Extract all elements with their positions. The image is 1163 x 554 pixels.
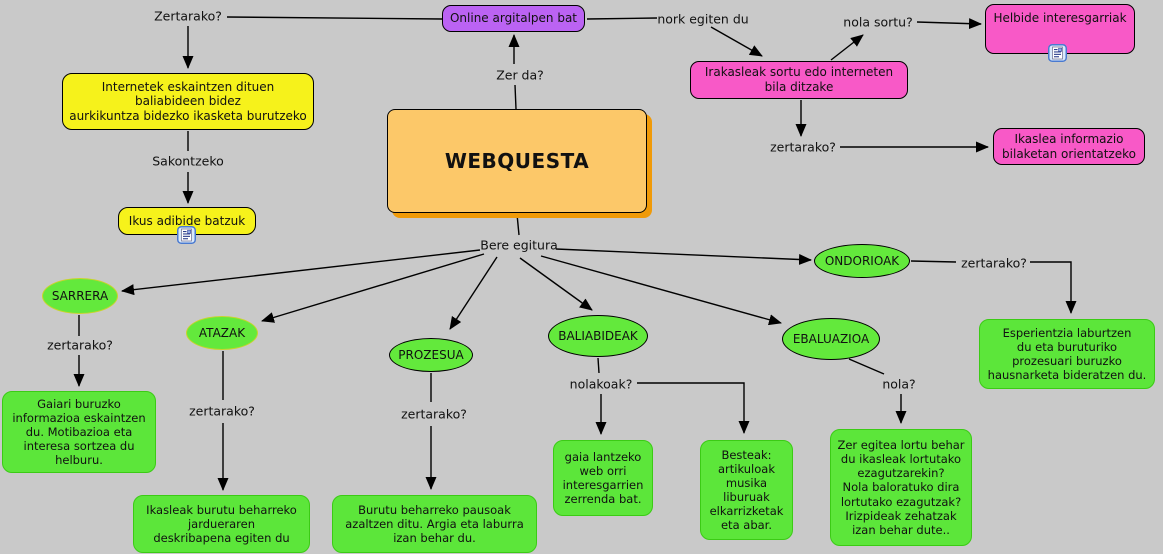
node-esperientzia[interactable]: Esperientzia laburtzen du eta buruturiko… [979,319,1155,389]
resource-icon[interactable] [177,226,196,244]
resource-icon[interactable] [1048,44,1067,62]
link-label-nork-egiten-du[interactable]: nork egiten du [657,11,749,27]
link-label-nola-sortu[interactable]: nola sortu? [843,14,913,30]
node-webquesta[interactable]: WEBQUESTA [387,109,647,213]
link-label-sakontzeko[interactable]: Sakontzeko [152,153,224,169]
node-prozesua[interactable]: PROZESUA [389,338,473,372]
node-zer-egitea[interactable]: Zer egitea lortu behar du ikasleak lortu… [830,429,972,546]
link-label-zertarako-atazak[interactable]: zertarako? [189,403,255,419]
link-label-nolakoak[interactable]: nolakoak? [569,376,633,392]
link-label-zer-da[interactable]: Zer da? [496,67,544,83]
node-internetek[interactable]: Internetek eskaintzen dituen baliabideen… [62,73,314,130]
node-gaiari-buruzko[interactable]: Gaiari buruzko informazioa eskaintzen du… [2,391,156,473]
link-label-nola[interactable]: nola? [882,376,916,392]
node-ebaluazioa[interactable]: EBALUAZIOA [782,318,880,360]
node-ikasleak-burutu[interactable]: Ikasleak burutu beharreko jardueraren de… [133,495,310,553]
link-label-zertarako-sarrera[interactable]: zertarako? [47,337,113,353]
link-label-zertarako-prozesua[interactable]: zertarako? [401,406,467,422]
link-label-zertarako-irakasleak[interactable]: zertarako? [770,139,836,155]
node-gaia-lantzeko[interactable]: gaia lantzeko web orri interesgarrien ze… [553,440,653,516]
node-besteak[interactable]: Besteak: artikuloak musika liburuak elka… [700,440,793,540]
link-label-zertarako-ondorioak[interactable]: zertarako? [961,255,1027,271]
node-irakasleak[interactable]: Irakasleak sortu edo interneten bila dit… [690,61,908,99]
node-baliabideak[interactable]: BALIABIDEAK [548,315,648,357]
node-atazak[interactable]: ATAZAK [186,316,258,350]
link-label-zertarako-top[interactable]: Zertarako? [154,8,222,24]
node-ikaslea[interactable]: Ikaslea informazio bilaketan orientatzek… [993,128,1145,165]
node-ondorioak[interactable]: ONDORIOAK [814,244,910,278]
node-ikus-adibide[interactable]: Ikus adibide batzuk [118,207,256,235]
link-label-bere-egitura[interactable]: Bere egitura [480,237,558,253]
node-burutu-beharreko[interactable]: Burutu beharreko pausoak azaltzen ditu. … [332,495,537,553]
node-sarrera[interactable]: SARRERA [42,278,118,314]
node-online-argitalpen[interactable]: Online argitalpen bat [442,5,585,32]
